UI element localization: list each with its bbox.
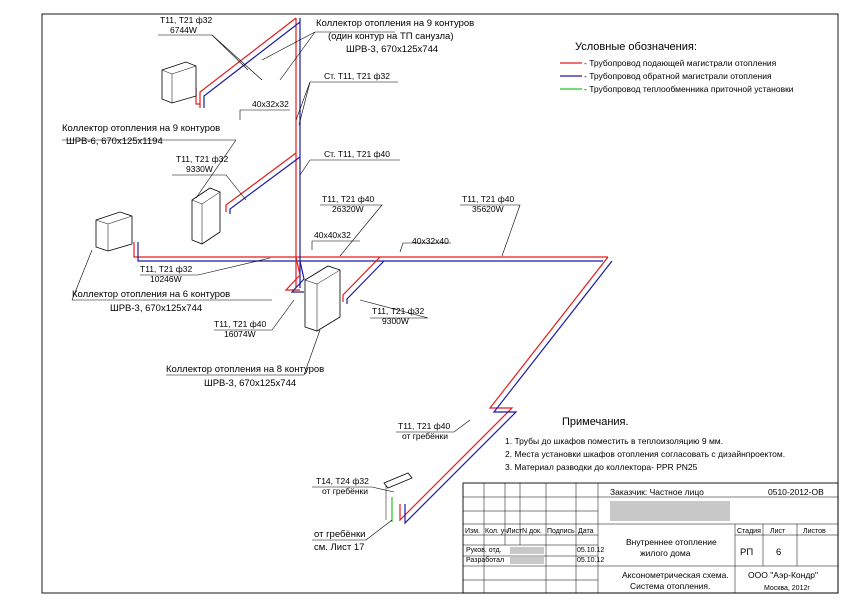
tb-col-kol: Кол. уч [485,528,508,535]
tb-role-1: Руков. отд. [466,547,502,554]
legend: Условные обозначения: - Трубопровод пода… [560,41,794,94]
tb-customer: Заказчик: Частное лицо [610,487,704,497]
label-manifold9-top-note: (один контур на ТП санузла) [328,31,454,42]
label-p4w: 9330W [186,164,213,174]
label-p11: Т11, Т21 ф40 [214,319,266,329]
label-p10: Т11, Т21 ф32 [140,264,192,274]
label-manifold8: Коллектор отопления на 8 контуров [166,364,324,375]
tb-project-2: жилого дома [640,548,691,558]
legend-title: Условные обозначения: [575,41,697,53]
manifold-cabinets [95,61,413,520]
return-branch-top [203,21,301,108]
label-p11w: 16074W [224,329,256,339]
label-manifold6-size: ШРВ-3, 670x125x744 [110,303,202,314]
label-p1: Т11, Т21 ф32 [160,15,212,25]
cabinet-top [161,61,197,104]
tb-city: Москва, 2012г [764,585,810,592]
label-p15b: см. Лист 17 [314,542,364,553]
redacted-signature-1 [510,547,544,554]
label-manifold9-top-size: ШРВ-3, 670x125x744 [346,44,438,55]
legend-item-supply: - Трубопровод подающей магистрали отопле… [584,58,777,68]
label-manifold9-top: Коллектор отопления на 9 контуров [316,18,474,29]
note-3: 3. Материал разводки до коллектора- PPR … [505,462,698,472]
supply-branch-top [199,17,297,108]
tb-sheets-header: Листов [803,528,826,535]
label-p12w: 9300W [382,316,409,326]
label-p14: Т14, Т24 ф32 [316,476,369,486]
tb-code: 0510-2012-ОВ [768,487,824,497]
note-2: 2. Места установки шкафов отопления согл… [505,449,785,459]
label-manifold6: Коллектор отопления на 6 контуров [72,289,230,300]
tb-col-sign: Подпись [547,528,575,535]
return-diagonal-run [404,260,613,525]
cabinet-left [191,187,221,245]
sheet-frame [41,13,839,594]
supply-diagonal-run [399,256,609,522]
legend-item-heat-exchanger: - Трубопровод теплообменника приточной у… [584,84,794,94]
supply-branch-lower [284,256,301,291]
tb-project: Внутреннее отопление [626,537,717,547]
label-p15: от гребёнки [314,529,365,540]
label-p7: Т11, Т21 ф40 [462,194,514,204]
tb-col-list: Лист [507,528,523,535]
return-branch-middle [229,156,301,214]
tb-col-ndoc: N док. [522,528,542,535]
label-p9: 40x32x40 [412,236,449,246]
leader-lines [62,31,521,541]
tb-date-1: 05.10.12 [577,547,604,554]
tb-sheet: 6 [776,547,781,558]
tb-col-date: Дата [578,528,594,535]
label-manifold8-size: ШРВ-3, 670x125x744 [204,378,296,389]
return-branch-to-8 [346,260,385,304]
label-p5: Ст. Т11, Т21 ф40 [324,149,390,159]
return-branch-lower [290,260,305,293]
label-p7w: 35620W [472,204,504,214]
cabinet-bottom-bar [383,472,413,520]
label-p6: Т11, Т21 ф40 [322,194,374,204]
legend-item-return: - Трубопровод обратной магистрали отопле… [584,71,772,81]
cabinet-8 [304,265,341,332]
return-main-horizontal [137,242,603,262]
supply-branch-middle [225,152,297,212]
label-p14b: от гребёнки [322,486,368,496]
label-p1w: 6744W [170,25,197,35]
label-manifold9-left: Коллектор отопления на 9 контуров [62,123,220,134]
label-p10w: 10246W [150,274,182,284]
tb-drawing: Аксонометрическая схема. [622,570,729,580]
supply-main-horizontal [133,242,608,258]
pipe-labels: Т11, Т21 ф32 6744W Коллектор отопления н… [62,15,514,553]
label-p13b: от гребёнки [402,431,448,441]
title-block: Заказчик: Частное лицо 0510-2012-ОВ Изм.… [462,482,839,594]
label-manifold9-left-size: ШРВ-6, 670x125x1194 [66,136,163,147]
tb-col-izm: Изм. [465,528,480,535]
tb-stage-header: Стадия [737,528,761,535]
note-1: 1. Трубы до шкафов поместить в теплоизол… [505,436,723,446]
supply-branch-to-8 [342,256,381,302]
label-p4: Т11, Т21 ф32 [176,154,228,164]
tb-company: ООО "Аэр-Кондр" [748,570,818,580]
redacted-signature-2 [510,557,544,564]
label-p13: Т11, Т21 ф40 [398,421,450,431]
tb-sheet-header: Лист [770,528,786,535]
tb-date-2: 05.10.12 [577,557,604,564]
tb-drawing-2: Система отопления. [630,581,710,591]
notes: Примечания. 1. Трубы до шкафов поместить… [505,416,785,472]
notes-title: Примечания. [562,416,629,428]
redacted-address [610,501,730,521]
label-p8: 40x40x32 [314,230,351,240]
label-p2: Ст. Т11, Т21 ф32 [324,71,390,81]
pipe-network [133,17,613,525]
label-p3: 40x32x32 [252,99,289,109]
cabinet-6 [95,211,133,252]
label-p6w: 26320W [332,204,364,214]
tb-stage: РП [740,547,753,558]
label-p12: Т11, Т21 ф32 [372,306,424,316]
tb-role-2: Разработал [466,556,504,564]
